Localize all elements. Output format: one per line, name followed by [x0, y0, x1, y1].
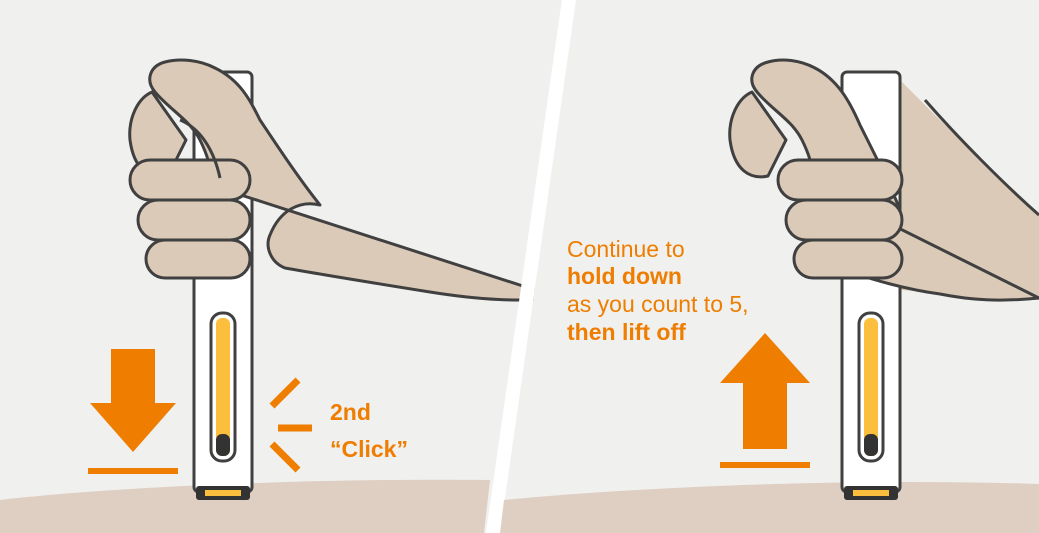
panel-press: [0, 0, 562, 533]
instruction-line4: then lift off: [567, 320, 686, 345]
click-label-line1: 2nd: [330, 400, 371, 425]
instruction-line3: as you count to 5,: [567, 292, 749, 317]
click-label-line2: “Click”: [330, 437, 408, 462]
instruction-line2: hold down: [567, 264, 682, 289]
instruction-line1: Continue to: [567, 237, 685, 262]
